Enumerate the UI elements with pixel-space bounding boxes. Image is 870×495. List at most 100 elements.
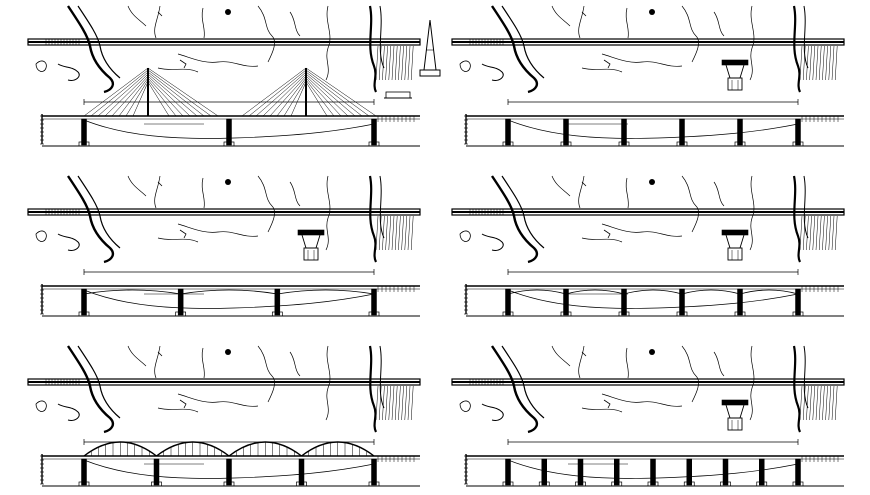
- pier: [505, 118, 511, 146]
- river-hatch: [828, 45, 832, 81]
- pier-footing: [368, 141, 380, 147]
- pier: [614, 458, 620, 486]
- contour-line: [325, 5, 331, 81]
- pier-footing: [720, 481, 731, 487]
- north-marker: [649, 349, 655, 355]
- river-hatch: [828, 385, 832, 421]
- pier-column: [303, 247, 319, 261]
- stay-cable: [147, 73, 198, 117]
- river-hatch: [375, 45, 379, 81]
- pier: [153, 458, 160, 486]
- stay-cable: [283, 79, 307, 117]
- stay-cable: [241, 67, 307, 117]
- pier-shaft: [725, 234, 745, 249]
- pier: [563, 288, 569, 316]
- pier: [577, 458, 584, 486]
- bridge-panel-cable-stayed: [27, 5, 441, 147]
- contour-line: [713, 351, 725, 377]
- river-bank-left-inner: [501, 345, 545, 419]
- river-bed-profile: [507, 119, 799, 139]
- river-hatch: [815, 215, 819, 251]
- bridge-panel-haunched-5span: [451, 175, 845, 317]
- contour-line: [551, 175, 571, 197]
- river-bank-right: [792, 175, 802, 263]
- pier-footing: [560, 311, 572, 317]
- river-hatch: [388, 385, 392, 421]
- pier-footing: [78, 311, 90, 317]
- contour-line: [578, 5, 585, 39]
- stay-cable: [262, 73, 307, 117]
- elevation-view: [464, 439, 844, 487]
- contour-line: [578, 345, 585, 379]
- river-hatch: [831, 215, 835, 251]
- contour-line: [257, 345, 275, 403]
- flow-arrow: [179, 229, 187, 239]
- river-hatch: [410, 215, 414, 251]
- pier-detail: [721, 229, 749, 261]
- shoreline: [57, 233, 80, 251]
- contour-line: [581, 237, 623, 243]
- pier-footing: [618, 141, 630, 147]
- pier-footing: [78, 481, 90, 487]
- haunched-soffit: [681, 289, 741, 295]
- pier: [795, 458, 801, 486]
- stay-cable: [147, 77, 184, 117]
- pylon-outline: [423, 19, 437, 71]
- pier: [759, 458, 765, 486]
- river-hatch: [806, 215, 809, 251]
- elevation-view: [40, 67, 420, 147]
- pier: [795, 288, 801, 316]
- bridge-panel-haunched-3span: [27, 175, 421, 317]
- river-hatch: [799, 45, 803, 81]
- contour-line: [681, 175, 699, 233]
- pier: [177, 288, 184, 316]
- river-hatch: [394, 45, 398, 81]
- river-bank-left: [491, 175, 539, 264]
- river-hatch: [404, 45, 408, 81]
- flow-arrow: [179, 59, 187, 69]
- river-hatch: [809, 45, 812, 81]
- pier-detail: [721, 399, 749, 431]
- stay-cable: [305, 71, 363, 117]
- pylon-detail: [384, 19, 441, 99]
- river-hatch: [812, 385, 816, 421]
- stay-cable: [147, 75, 191, 117]
- stay-cable: [147, 79, 177, 117]
- island-outline: [459, 400, 471, 412]
- elevation-view: [40, 439, 420, 487]
- pier-footing: [734, 141, 746, 147]
- survey-mark: [157, 181, 163, 187]
- survey-mark: [157, 11, 163, 17]
- river-hatch: [799, 385, 803, 421]
- pier-footing: [175, 311, 187, 317]
- pier-footing: [792, 311, 804, 317]
- contour-line: [257, 5, 275, 63]
- stay-cable: [111, 75, 149, 117]
- pier-footing: [611, 481, 623, 487]
- river-hatch: [822, 45, 825, 81]
- pier: [298, 458, 305, 486]
- pier-footing: [618, 311, 630, 317]
- pier: [505, 458, 511, 486]
- haunched-soffit: [739, 289, 799, 295]
- river-bank-left: [67, 345, 115, 434]
- stay-cable: [305, 67, 377, 117]
- pier-shaft: [725, 64, 745, 79]
- north-marker: [225, 349, 231, 355]
- contour-line: [749, 175, 755, 251]
- contour-line: [127, 345, 147, 367]
- stay-cable: [305, 79, 335, 117]
- pier: [81, 288, 87, 316]
- river-hatch: [382, 385, 385, 421]
- stay-cable: [305, 75, 349, 117]
- island-outline: [35, 60, 47, 72]
- pier-cap: [721, 229, 749, 236]
- river-bank-left: [67, 5, 115, 94]
- river-hatch: [828, 215, 832, 251]
- contour-line: [601, 53, 683, 67]
- stay-cable: [290, 81, 307, 117]
- contour-line: [601, 223, 683, 237]
- river-hatch: [401, 45, 404, 81]
- river-bed-profile: [83, 289, 375, 309]
